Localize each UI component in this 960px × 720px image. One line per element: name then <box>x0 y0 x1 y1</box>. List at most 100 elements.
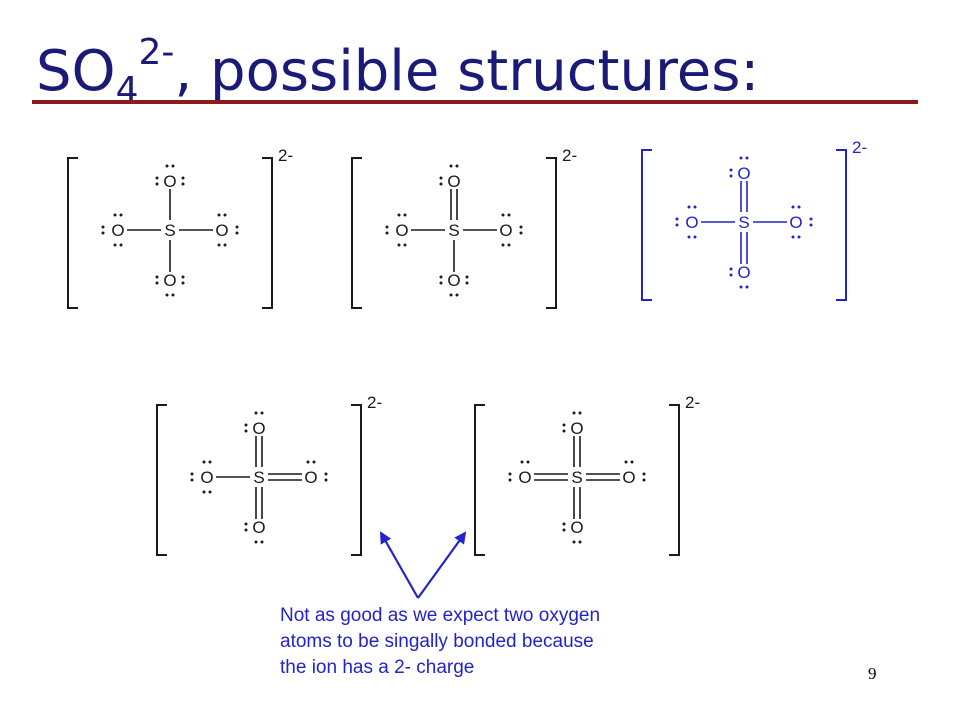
lone-pair <box>729 168 733 178</box>
oxygen-bottom: O <box>447 271 460 290</box>
lone-pair <box>190 472 194 482</box>
lone-pair <box>791 205 801 209</box>
oxygen-left: O <box>395 221 408 240</box>
lone-pair <box>181 275 185 285</box>
title-formula-main: SO <box>36 39 116 104</box>
lone-pair <box>439 176 443 186</box>
lone-pair <box>397 213 407 217</box>
annotation: Not as good as we expect two oxygen atoms… <box>280 531 600 678</box>
lewis-structure-two-double-bonds: 2- S O O O O <box>641 138 867 301</box>
oxygen-right: O <box>215 221 228 240</box>
oxygen-bottom: O <box>570 518 583 537</box>
oxygen-top: O <box>163 172 176 191</box>
bracket-left <box>156 404 167 556</box>
bracket-right <box>262 157 273 309</box>
lone-pair <box>155 176 159 186</box>
oxygen-right: O <box>789 213 802 232</box>
lone-pair <box>202 490 212 494</box>
oxygen-top: O <box>447 172 460 191</box>
central-atom: S <box>571 468 582 487</box>
lone-pair <box>235 225 239 235</box>
central-atom: S <box>253 468 264 487</box>
lone-pair <box>791 235 801 239</box>
lone-pair <box>501 213 511 217</box>
lone-pair <box>397 243 407 247</box>
oxygen-left: O <box>111 221 124 240</box>
lone-pair <box>449 164 459 168</box>
lone-pair <box>501 243 511 247</box>
lone-pair <box>465 275 469 285</box>
title-divider <box>32 100 918 104</box>
lone-pair <box>739 285 749 289</box>
lone-pair <box>165 164 175 168</box>
lone-pair <box>155 275 159 285</box>
oxygen-bottom: O <box>737 263 750 282</box>
bracket-left <box>641 149 652 301</box>
oxygen-right: O <box>304 468 317 487</box>
lone-pair <box>244 522 248 532</box>
oxygen-bottom: O <box>252 518 265 537</box>
lone-pair <box>385 225 389 235</box>
lone-pair <box>729 267 733 277</box>
lewis-structure-all-single-bonds: 2- S O O O O <box>67 146 293 309</box>
annotation-line: atoms to be singally bonded because <box>280 631 594 652</box>
title-formula-charge: 2- <box>138 32 175 73</box>
oxygen-right: O <box>499 221 512 240</box>
lone-pair <box>508 472 512 482</box>
lone-pair <box>202 460 212 464</box>
bracket-left <box>474 404 485 556</box>
lone-pair <box>687 235 697 239</box>
bracket-right <box>546 157 557 309</box>
lone-pair <box>572 540 582 544</box>
lone-pair <box>520 460 530 464</box>
lone-pair <box>809 217 813 227</box>
lewis-structure-one-double-bond: 2- S O O O O <box>351 146 577 309</box>
bracket-right <box>669 404 680 556</box>
lone-pair <box>642 472 646 482</box>
lone-pair <box>624 460 634 464</box>
annotation-line: the ion has a 2- charge <box>280 657 474 678</box>
lone-pair <box>165 293 175 297</box>
lone-pair <box>439 275 443 285</box>
central-atom: S <box>164 221 175 240</box>
bracket-left <box>351 157 362 309</box>
lone-pair <box>244 423 248 433</box>
lone-pair <box>217 243 227 247</box>
ion-charge: 2- <box>562 146 577 165</box>
bracket-right <box>836 149 847 301</box>
oxygen-right: O <box>622 468 635 487</box>
oxygen-top: O <box>737 164 750 183</box>
lone-pair <box>254 411 264 415</box>
ion-charge: 2- <box>278 146 293 165</box>
lone-pair <box>113 243 123 247</box>
lone-pair <box>562 522 566 532</box>
oxygen-left: O <box>200 468 213 487</box>
lone-pair <box>181 176 185 186</box>
annotation-arrow-right <box>417 531 467 599</box>
slide-title: SO42-, possible structures: <box>36 18 759 126</box>
lone-pair <box>562 423 566 433</box>
central-atom: S <box>448 221 459 240</box>
ion-charge: 2- <box>367 393 382 412</box>
oxygen-bottom: O <box>163 271 176 290</box>
title-text: , possible structures: <box>174 39 760 104</box>
lone-pair <box>572 411 582 415</box>
lone-pair <box>675 217 679 227</box>
page-number: 9 <box>868 664 877 683</box>
lone-pair <box>254 540 264 544</box>
oxygen-left: O <box>518 468 531 487</box>
oxygen-left: O <box>685 213 698 232</box>
bracket-left <box>67 157 78 309</box>
central-atom: S <box>738 213 749 232</box>
bracket-right <box>351 404 362 556</box>
ion-charge: 2- <box>852 138 867 157</box>
lone-pair <box>113 213 123 217</box>
lone-pair <box>324 472 328 482</box>
oxygen-top: O <box>570 419 583 438</box>
lone-pair <box>217 213 227 217</box>
lone-pair <box>306 460 316 464</box>
annotation-line: Not as good as we expect two oxygen <box>280 605 600 626</box>
